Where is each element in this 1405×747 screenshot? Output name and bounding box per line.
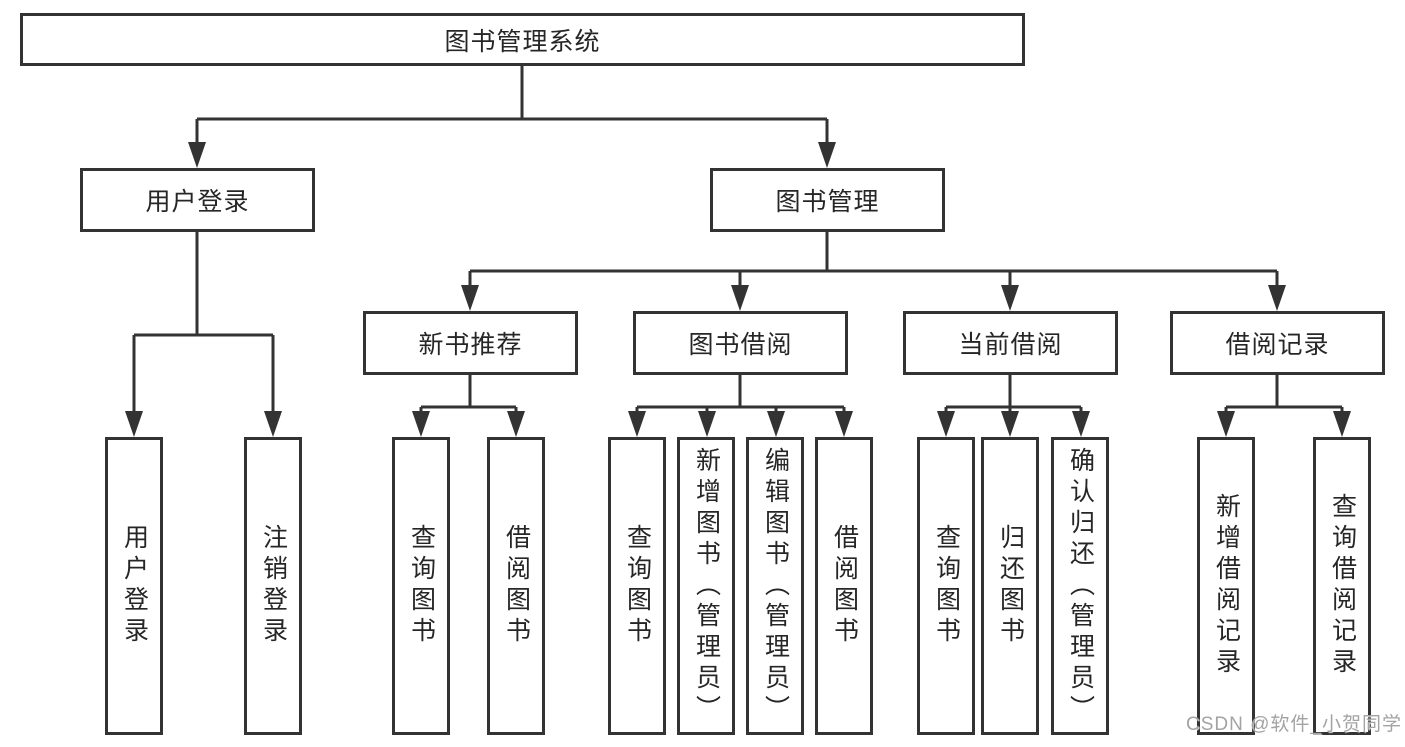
leaf-confirm-return-admin: 确认归还（管理员） [1051,437,1109,735]
arrow-down-icon [1217,411,1235,437]
node-label: 用户登录 [145,188,250,216]
node-label: 图书管理系统 [444,27,601,56]
leaf-label: 借阅图书 [502,524,531,648]
leaf-label: 新增图书（管理员） [692,446,721,726]
node-label: 图书借阅 [688,331,793,359]
leaf-query-borrow-record: 查询借阅记录 [1313,437,1371,735]
leaf-label: 借阅图书 [830,524,859,648]
arrow-down-icon [125,411,143,437]
leaf-label: 新增借阅记录 [1212,493,1241,679]
connector-root [195,66,829,144]
leaf-add-books-admin: 新增图书（管理员） [677,437,735,735]
connector-borrow-records [1224,375,1344,415]
arrow-down-icon [188,142,206,168]
arrow-down-icon [1001,411,1019,437]
arrow-down-icon [1268,285,1286,311]
node-label: 新书推荐 [418,331,523,359]
arrow-down-icon [818,142,836,168]
node-library-system: 图书管理系统 [20,13,1025,66]
node-borrow-records: 借阅记录 [1170,311,1385,375]
leaf-return-books: 归还图书 [981,437,1039,735]
leaf-label: 用户登录 [120,524,149,648]
arrow-down-icon [698,411,716,437]
leaf-label: 编辑图书（管理员） [761,446,790,726]
arrow-down-icon [507,411,525,437]
leaf-label: 注销登录 [259,524,288,648]
node-book-management: 图书管理 [710,168,945,232]
arrow-down-icon [264,411,282,437]
node-label: 当前借阅 [958,331,1063,359]
connector-current-borrow [944,375,1083,415]
csdn-watermark: CSDN @软件_小贺同学 [1186,714,1402,735]
leaf-label: 查询图书 [932,524,961,648]
connector-book-borrow [635,375,846,415]
node-label: 图书管理 [775,188,880,216]
leaf-label: 查询借阅记录 [1328,493,1357,679]
node-label: 借阅记录 [1225,331,1330,359]
arrow-down-icon [1001,285,1019,311]
arrow-down-icon [731,285,749,311]
leaf-borrow-books: 借阅图书 [487,437,545,735]
arrow-down-icon [1333,411,1351,437]
leaf-label: 查询图书 [407,524,436,648]
leaf-edit-books-admin: 编辑图书（管理员） [746,437,804,735]
arrow-down-icon [1072,411,1090,437]
leaf-query-books: 查询图书 [608,437,666,735]
leaf-add-borrow-record: 新增借阅记录 [1197,437,1255,735]
leaf-label: 归还图书 [996,524,1025,648]
node-user-login: 用户登录 [80,168,315,232]
arrowheads [125,142,1351,437]
leaf-user-login: 用户登录 [105,437,163,735]
arrow-down-icon [835,411,853,437]
connector-user-login [132,232,275,414]
leaf-borrow-books: 借阅图书 [815,437,873,735]
node-book-borrow: 图书借阅 [633,311,848,375]
arrow-down-icon [937,411,955,437]
leaf-query-books: 查询图书 [917,437,975,735]
connector-new-book [419,375,518,415]
leaf-label: 查询图书 [623,524,652,648]
connector-book-management [468,232,1279,287]
leaf-logout: 注销登录 [244,437,302,735]
arrow-down-icon [412,411,430,437]
arrow-down-icon [767,411,785,437]
arrow-down-icon [461,285,479,311]
leaf-query-books: 查询图书 [392,437,450,735]
node-current-borrow: 当前借阅 [903,311,1118,375]
node-new-book-recommend: 新书推荐 [363,311,578,375]
leaf-label: 确认归还（管理员） [1066,446,1095,726]
arrow-down-icon [628,411,646,437]
